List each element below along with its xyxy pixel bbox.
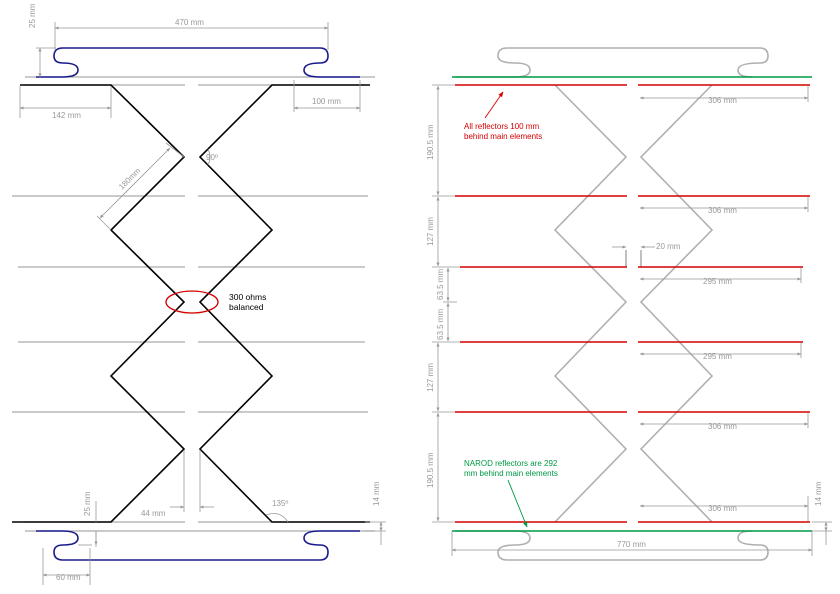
- green-note-line2: mm behind main elements: [464, 469, 558, 478]
- dim-height-right: 14 mm: [814, 481, 823, 506]
- top-feed-loop: [36, 47, 360, 78]
- red-note-line2: behind main elements: [464, 132, 542, 141]
- red-reflectors: [455, 84, 810, 523]
- red-note-line1: All reflectors 100 mm: [464, 122, 539, 131]
- dim-end-segment: 142 mm: [52, 111, 81, 120]
- dim-v3: 63.5 mm: [436, 269, 445, 300]
- left-dimension-labels: 470 mm 25 mm 142 mm 100 mm 180mm 90º 44 …: [28, 3, 381, 582]
- narod-reflectors: [452, 76, 812, 532]
- dim-bottom-offset: 25 mm: [83, 491, 92, 516]
- dim-angle-bottom: 135º: [272, 499, 288, 508]
- feed-label-line1: 300 ohms: [229, 292, 266, 302]
- dim-loop-width: 470 mm: [175, 18, 204, 27]
- right-panel: 306 mm 306 mm 295 mm 295 mm 306 mm 306 m…: [426, 47, 832, 561]
- red-note: All reflectors 100 mm behind main elemen…: [464, 91, 542, 141]
- feed-label-line2: balanced: [229, 302, 264, 312]
- dim-v6: 190.5 mm: [426, 452, 435, 488]
- dim-v1: 190.5 mm: [426, 124, 435, 160]
- dim-v4: 63.5 mm: [436, 309, 445, 340]
- green-note: NAROD reflectors are 292 mm behind main …: [464, 459, 558, 528]
- feed-point-ellipse: [165, 290, 219, 314]
- dim-r6: 306 mm: [708, 504, 737, 513]
- dim-diagonal: 180mm: [117, 166, 142, 191]
- bottom-feed-loop: [36, 530, 360, 561]
- dim-loop-offset: 25 mm: [28, 3, 37, 28]
- left-reflector-lines: [12, 76, 375, 532]
- right-element-outline: [553, 84, 714, 523]
- dim-angle-top: 90º: [206, 153, 218, 162]
- dim-r5: 306 mm: [708, 422, 737, 431]
- dim-v2: 127 mm: [426, 217, 435, 246]
- dim-v5: 127 mm: [426, 363, 435, 392]
- main-element: [12, 84, 370, 523]
- green-note-line1: NAROD reflectors are 292: [464, 459, 558, 468]
- right-dimension-labels: 306 mm 306 mm 295 mm 295 mm 306 mm 306 m…: [426, 96, 823, 549]
- dim-loop-end: 100 mm: [312, 97, 341, 106]
- dim-r2: 306 mm: [708, 206, 737, 215]
- feed-label: 300 ohms balanced: [229, 292, 266, 312]
- dim-bottom-loop: 60 mm: [56, 573, 81, 582]
- dim-r3: 295 mm: [703, 277, 732, 286]
- right-feed-loops: [455, 47, 769, 561]
- dim-gap-right: 20 mm: [656, 242, 681, 251]
- dim-gap: 44 mm: [141, 509, 166, 518]
- right-dimensions: [432, 84, 832, 556]
- dim-total-width: 770 mm: [617, 540, 646, 549]
- left-dimensions: [19, 22, 386, 585]
- dim-r4: 295 mm: [703, 352, 732, 361]
- dim-r1: 306 mm: [708, 96, 737, 105]
- left-panel: 300 ohms balanced: [12, 3, 386, 585]
- dim-bottom-height: 14 mm: [372, 481, 381, 506]
- left-feed-loops: [36, 47, 360, 561]
